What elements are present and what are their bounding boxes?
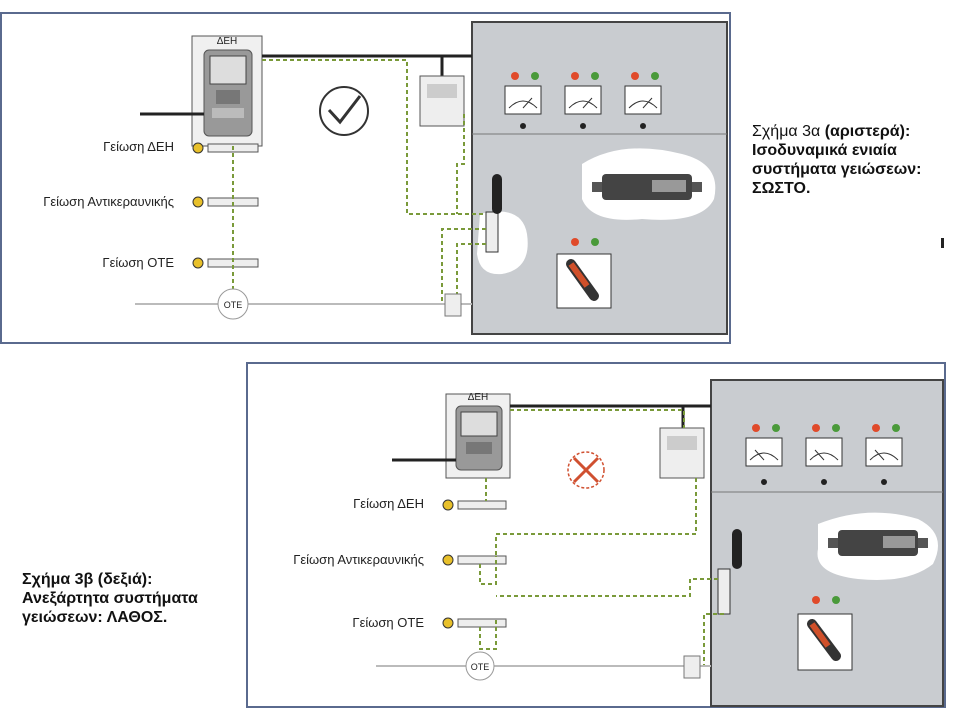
- caption-a-prefix: Σχήμα 3α: [752, 123, 821, 140]
- diagram-a-svg: ΟΤΕ ΔΕΗ Γείωση ΔΕΗ Γείωση Αντικεραυνικής…: [43, 21, 728, 335]
- ground-wires-a: [232, 59, 486, 304]
- ground-terminal-block: [485, 211, 499, 253]
- ground-bars-a: [192, 142, 259, 269]
- gauge-group: [745, 424, 903, 485]
- caption-a-line2: Ισοδυναμικά ενιαία: [752, 142, 897, 159]
- ote-ground-box: [683, 655, 701, 679]
- diagram-panel-b: ΟΤΕ ΔΕΗ Γείωση ΔΕΗ Γείωση Αντικεραυνικής…: [246, 362, 946, 708]
- ground-terminal-block: [717, 568, 731, 615]
- diagram-panel-a: ΟΤΕ ΔΕΗ Γείωση ΔΕΗ Γείωση Αντικεραυνικής…: [0, 12, 731, 344]
- caption-b-line1: Σχήμα 3β (δεξιά):: [22, 571, 153, 588]
- caption-a-line4: ΣΩΣΤΟ.: [752, 180, 811, 197]
- ground-label-ote: Γείωση ΟΤΕ: [352, 615, 424, 630]
- ote-label: ΟΤΕ: [224, 300, 243, 310]
- caption-figure-a: Σχήμα 3α (αριστερά): Ισοδυναμικά ενιαία …: [752, 122, 921, 198]
- caption-b-line3: γειώσεων: ΛΑΘΟΣ.: [22, 609, 168, 626]
- caption-a-line3: συστήματα γειώσεων:: [752, 161, 922, 178]
- caption-a-suffix: (αριστερά):: [824, 123, 911, 140]
- ground-label-lightning: Γείωση Αντικεραυνικής: [43, 194, 174, 209]
- ground-wires-b: [479, 409, 724, 667]
- gauge-group: [504, 72, 662, 129]
- rotary-switch: [556, 253, 612, 309]
- caption-a-line1: Σχήμα 3α (αριστερά):: [752, 122, 921, 141]
- surge-protector-box: [419, 75, 465, 127]
- diagram-b-svg: ΟΤΕ ΔΕΗ Γείωση ΔΕΗ Γείωση Αντικεραυνικής…: [293, 379, 944, 707]
- cross-icon: [567, 451, 605, 489]
- terminal-cutaway: [477, 211, 528, 275]
- ground-label-deh: Γείωση ΔΕΗ: [103, 139, 174, 154]
- ground-label-ote: Γείωση ΟΤΕ: [102, 255, 174, 270]
- scan-mark: [941, 238, 944, 248]
- ote-ground-box: [444, 293, 462, 317]
- ote-junction: [217, 288, 249, 320]
- ote-label: ΟΤΕ: [471, 662, 490, 672]
- caption-figure-b: Σχήμα 3β (δεξιά): Ανεξάρτητα συστήματα γ…: [22, 570, 198, 627]
- ground-bars-b: [442, 499, 507, 629]
- meter-label: ΔΕΗ: [217, 36, 238, 47]
- ground-label-lightning: Γείωση Αντικεραυνικής: [293, 552, 424, 567]
- ote-junction: [465, 651, 495, 681]
- meter-label: ΔΕΗ: [468, 392, 489, 403]
- caption-b-line2: Ανεξάρτητα συστήματα: [22, 590, 198, 607]
- checkmark-icon: [319, 86, 369, 136]
- surge-protector-box: [659, 427, 705, 479]
- ground-label-deh: Γείωση ΔΕΗ: [353, 496, 424, 511]
